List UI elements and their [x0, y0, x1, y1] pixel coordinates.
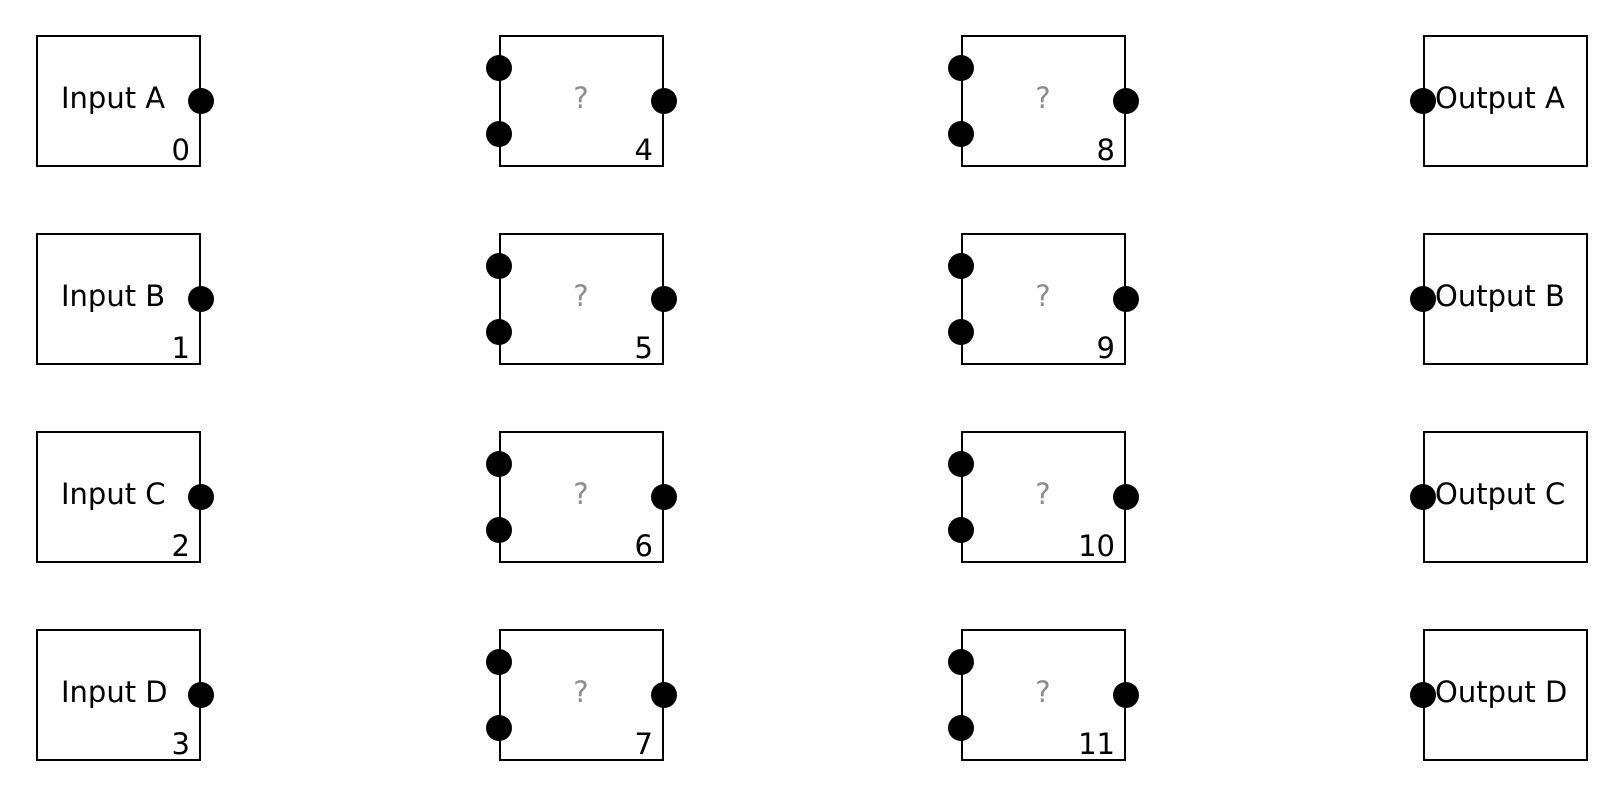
- input-port[interactable]: [486, 451, 512, 477]
- node-index: 3: [172, 727, 190, 761]
- input-port[interactable]: [486, 319, 512, 345]
- gate-node[interactable]: ? 4: [486, 35, 677, 167]
- output-port[interactable]: [188, 484, 214, 510]
- output-port[interactable]: [651, 286, 677, 312]
- unknown-gate-label: ?: [573, 675, 588, 709]
- node-index: 4: [635, 133, 653, 167]
- node-label: Input B: [61, 279, 165, 313]
- node-box: [36, 431, 201, 563]
- input-port[interactable]: [486, 55, 512, 81]
- input-port[interactable]: [948, 55, 974, 81]
- output-port[interactable]: [1113, 682, 1139, 708]
- node-index: 11: [1078, 727, 1115, 761]
- input-port[interactable]: [1410, 682, 1436, 708]
- gate-node[interactable]: ? 10: [948, 431, 1139, 563]
- output-port[interactable]: [188, 682, 214, 708]
- output-port[interactable]: [1113, 88, 1139, 114]
- gate-node[interactable]: ? 6: [486, 431, 677, 563]
- node-index: 2: [172, 529, 190, 563]
- node-box: [1423, 431, 1588, 563]
- output-port[interactable]: [651, 484, 677, 510]
- node-index: 6: [635, 529, 653, 563]
- input-port[interactable]: [948, 649, 974, 675]
- node-index: 5: [635, 331, 653, 365]
- node-box: [36, 629, 201, 761]
- node-index: 0: [172, 133, 190, 167]
- input-node[interactable]: Input A 0: [36, 35, 214, 167]
- gate-node[interactable]: ? 11: [948, 629, 1139, 761]
- input-node[interactable]: Input D 3: [36, 629, 214, 761]
- input-port[interactable]: [486, 517, 512, 543]
- node-box: [961, 629, 1126, 761]
- node-box: [499, 35, 664, 167]
- gate-node[interactable]: ? 7: [486, 629, 677, 761]
- node-label: Output A: [1435, 81, 1565, 115]
- input-port[interactable]: [486, 121, 512, 147]
- node-box: [1423, 233, 1588, 365]
- node-index: 9: [1097, 331, 1115, 365]
- node-label: Output D: [1435, 675, 1567, 709]
- input-port[interactable]: [486, 253, 512, 279]
- node-index: 8: [1097, 133, 1115, 167]
- unknown-gate-label: ?: [1035, 477, 1050, 511]
- output-port[interactable]: [651, 88, 677, 114]
- input-port[interactable]: [948, 517, 974, 543]
- node-box: [499, 233, 664, 365]
- output-node[interactable]: Output A: [1410, 35, 1588, 167]
- gate-node[interactable]: ? 8: [948, 35, 1139, 167]
- unknown-gate-label: ?: [1035, 279, 1050, 313]
- node-label: Output C: [1435, 477, 1565, 511]
- unknown-gate-label: ?: [1035, 675, 1050, 709]
- gate-node[interactable]: ? 9: [948, 233, 1139, 365]
- input-port[interactable]: [486, 649, 512, 675]
- node-box: [499, 431, 664, 563]
- output-port[interactable]: [1113, 286, 1139, 312]
- node-label: Input C: [61, 477, 166, 511]
- node-box: [499, 629, 664, 761]
- input-port[interactable]: [486, 715, 512, 741]
- input-port[interactable]: [1410, 286, 1436, 312]
- unknown-gate-label: ?: [573, 81, 588, 115]
- input-port[interactable]: [948, 451, 974, 477]
- input-port[interactable]: [948, 253, 974, 279]
- node-label: Output B: [1435, 279, 1565, 313]
- output-port[interactable]: [188, 286, 214, 312]
- output-node[interactable]: Output D: [1410, 629, 1588, 761]
- output-node[interactable]: Output B: [1410, 233, 1588, 365]
- node-box: [36, 233, 201, 365]
- gate-node[interactable]: ? 5: [486, 233, 677, 365]
- unknown-gate-label: ?: [1035, 81, 1050, 115]
- unknown-gate-label: ?: [573, 279, 588, 313]
- input-port[interactable]: [948, 715, 974, 741]
- node-box: [961, 233, 1126, 365]
- input-node[interactable]: Input C 2: [36, 431, 214, 563]
- input-node[interactable]: Input B 1: [36, 233, 214, 365]
- node-box: [1423, 35, 1588, 167]
- node-label: Input A: [61, 81, 165, 115]
- node-index: 1: [172, 331, 190, 365]
- input-port[interactable]: [948, 319, 974, 345]
- input-port[interactable]: [1410, 88, 1436, 114]
- output-node[interactable]: Output C: [1410, 431, 1588, 563]
- input-port[interactable]: [1410, 484, 1436, 510]
- input-port[interactable]: [948, 121, 974, 147]
- output-port[interactable]: [1113, 484, 1139, 510]
- output-port[interactable]: [188, 88, 214, 114]
- unknown-gate-label: ?: [573, 477, 588, 511]
- node-label: Input D: [61, 675, 168, 709]
- node-index: 10: [1078, 529, 1115, 563]
- output-port[interactable]: [651, 682, 677, 708]
- node-index: 7: [635, 727, 653, 761]
- node-box: [961, 35, 1126, 167]
- node-box: [36, 35, 201, 167]
